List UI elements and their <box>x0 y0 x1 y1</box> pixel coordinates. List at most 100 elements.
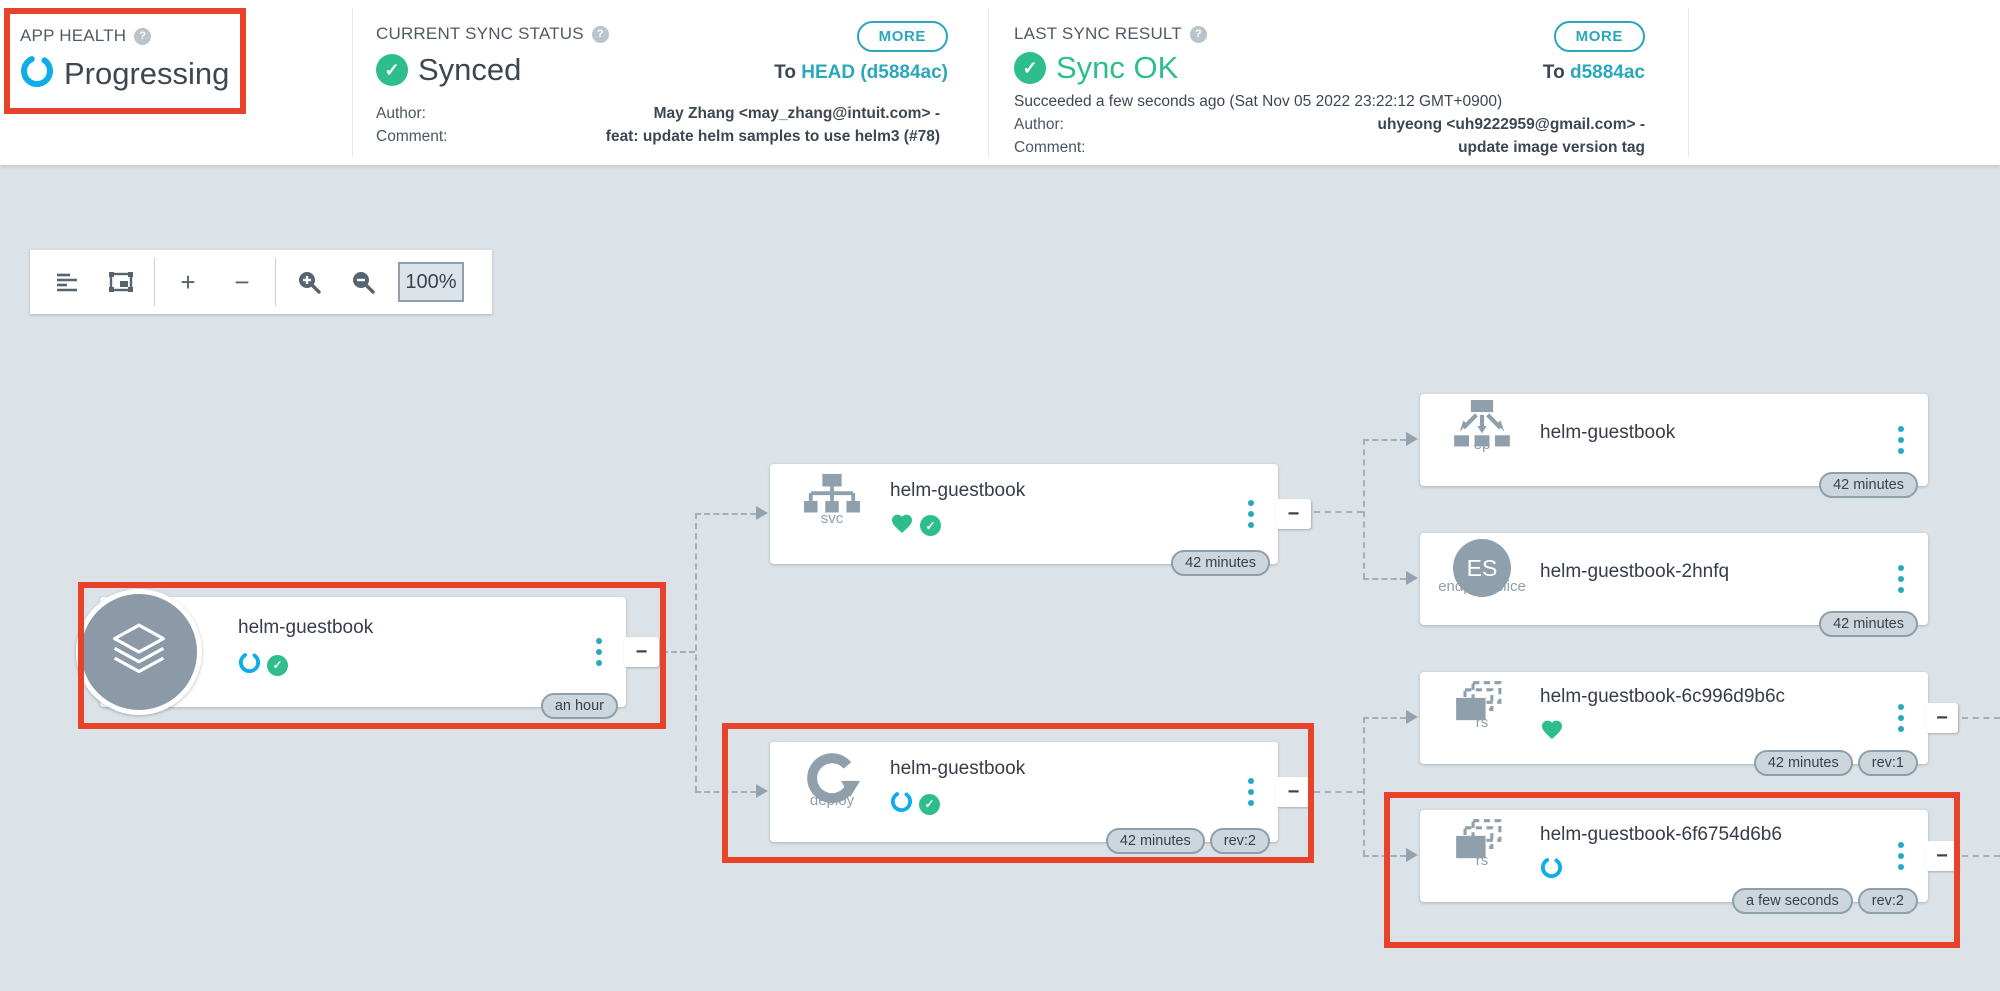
to-label: To <box>774 62 796 83</box>
last-sync-revision-link[interactable]: d5884ac <box>1569 62 1645 83</box>
divider <box>988 8 989 157</box>
edge <box>1363 578 1406 580</box>
healthy-heart-icon <box>890 512 914 539</box>
sync-author-row: Author: May Zhang <may_zhang@intuit.com>… <box>376 102 940 125</box>
progressing-icon <box>890 790 913 818</box>
node-title: helm-guestbook <box>1540 422 1676 443</box>
zoom-out-icon[interactable] <box>336 259 390 305</box>
layout-icon[interactable] <box>40 259 94 305</box>
node-menu-icon[interactable] <box>596 638 602 666</box>
node-menu-icon[interactable] <box>1898 842 1904 870</box>
age-badge: 42 minutes <box>1819 611 1918 637</box>
edge-arrow <box>756 506 768 520</box>
replicaset-icon <box>1456 681 1502 721</box>
healthy-heart-icon <box>1540 718 1564 745</box>
edge <box>662 651 695 653</box>
node-application[interactable]: helm-guestbook ✓ − an hour <box>76 589 659 719</box>
synced-check-icon: ✓ <box>376 54 408 86</box>
synced-check-icon: ✓ <box>267 654 288 676</box>
edge-arrow <box>756 784 768 798</box>
resource-tree-canvas[interactable]: + − <box>0 165 2000 991</box>
app-health-panel: APP HEALTH ? Progressing <box>0 0 352 165</box>
last-sync-status: Sync OK <box>1056 50 1179 85</box>
node-endpointslice[interactable]: ES endpointslice helm-guestbook-2hnfq 42… <box>1420 533 1928 637</box>
kind-label: svc <box>820 510 844 527</box>
help-icon[interactable]: ? <box>591 25 609 43</box>
help-icon[interactable]: ? <box>1189 25 1207 43</box>
collapse-node-button[interactable]: − <box>1276 777 1311 807</box>
divider <box>352 8 353 157</box>
comment-label: Comment: <box>1014 139 1086 156</box>
edge <box>695 791 756 793</box>
node-replicaset-rev1[interactable]: rs helm-guestbook-6c996d9b6c − 42 minute… <box>1420 672 1958 776</box>
edge <box>1363 717 1365 856</box>
kind-label: rs <box>1475 852 1489 869</box>
node-replicaset-rev2[interactable]: rs helm-guestbook-6f6754d6b6 − a few sec… <box>1420 810 1958 914</box>
node-deployment[interactable]: deploy helm-guestbook ✓ − 42 minutes rev… <box>770 742 1311 854</box>
edge <box>695 513 756 515</box>
synced-check-icon: ✓ <box>919 793 940 815</box>
last-sync-panel: LAST SYNC RESULT ? ✓ Sync OK MORE To d58… <box>988 0 1688 165</box>
application-icon <box>76 589 202 715</box>
age-badge: 42 minutes <box>1819 472 1918 498</box>
node-title: helm-guestbook <box>238 617 374 638</box>
kind-label: deploy <box>809 792 855 809</box>
collapse-node-button[interactable]: − <box>1926 703 1958 733</box>
sync-more-button[interactable]: MORE <box>856 21 948 52</box>
node-endpoints[interactable]: ep helm-guestbook 42 minutes <box>1420 394 1928 498</box>
revision-badge: rev:2 <box>1209 828 1270 854</box>
node-menu-icon[interactable] <box>1898 704 1904 732</box>
collapse-node-button[interactable]: − <box>1926 841 1958 871</box>
node-menu-icon[interactable] <box>1898 565 1904 593</box>
comment-label: Comment: <box>376 128 448 145</box>
divider <box>1688 8 1689 157</box>
comment-value: feat: update helm samples to use helm3 (… <box>605 128 940 145</box>
last-sync-more-button[interactable]: MORE <box>1553 21 1645 52</box>
sync-to-revision: To HEAD (d5884ac) <box>774 62 948 84</box>
endpoints-icon <box>1454 400 1510 447</box>
progressing-icon <box>20 54 54 93</box>
toolbar-separator <box>154 258 155 306</box>
collapse-node-button[interactable]: − <box>624 637 659 667</box>
collapse-node-button[interactable]: − <box>1276 499 1311 529</box>
sync-revision-link[interactable]: HEAD (d5884ac) <box>801 62 948 83</box>
age-badge: an hour <box>540 693 618 719</box>
edge <box>695 513 697 792</box>
node-title: helm-guestbook <box>890 480 1026 501</box>
edge <box>1363 439 1406 441</box>
edge <box>1962 717 2000 719</box>
zoom-level-input[interactable] <box>398 262 464 302</box>
node-menu-icon[interactable] <box>1248 500 1254 528</box>
node-menu-icon[interactable] <box>1898 426 1904 454</box>
fit-to-screen-icon[interactable] <box>94 259 148 305</box>
author-value: uhyeong <uh9222959@gmail.com> - <box>1377 116 1645 133</box>
author-value: May Zhang <may_zhang@intuit.com> - <box>653 105 940 122</box>
comment-value: update image version tag <box>1458 139 1645 156</box>
kind-label: endpointslice <box>1438 578 1526 595</box>
last-sync-author-row: Author: uhyeong <uh9222959@gmail.com> - <box>1014 113 1645 136</box>
node-title: helm-guestbook-6c996d9b6c <box>1540 686 1786 707</box>
help-icon[interactable]: ? <box>134 27 152 45</box>
node-service[interactable]: svc helm-guestbook ✓ − 42 minutes <box>770 464 1311 576</box>
app-health-status: Progressing <box>64 55 230 91</box>
edge-arrow <box>1406 710 1418 724</box>
service-icon <box>804 473 860 513</box>
endpointslice-icon: ES <box>1453 539 1511 597</box>
age-badge: a few seconds <box>1732 888 1853 914</box>
app-health-label-row: APP HEALTH ? <box>20 26 352 46</box>
node-menu-icon[interactable] <box>1248 778 1254 806</box>
toolbar-separator <box>275 258 276 306</box>
edge <box>1363 439 1365 579</box>
sync-status-panel: CURRENT SYNC STATUS ? ✓ Synced MORE To H… <box>352 0 988 165</box>
revision-badge: rev:2 <box>1857 888 1918 914</box>
collapse-all-button[interactable]: − <box>234 266 250 297</box>
expand-all-button[interactable]: + <box>180 266 196 297</box>
sync-status-value: Synced <box>418 52 522 87</box>
kind-label: rs <box>1475 714 1489 731</box>
last-sync-comment-row: Comment: update image version tag <box>1014 136 1645 159</box>
progressing-icon <box>238 651 261 679</box>
sync-comment-row: Comment: feat: update helm samples to us… <box>376 125 940 148</box>
zoom-in-icon[interactable] <box>282 259 336 305</box>
summary-header: APP HEALTH ? Progressing CURRENT SYNC ST… <box>0 0 2000 165</box>
edge <box>1363 855 1406 857</box>
